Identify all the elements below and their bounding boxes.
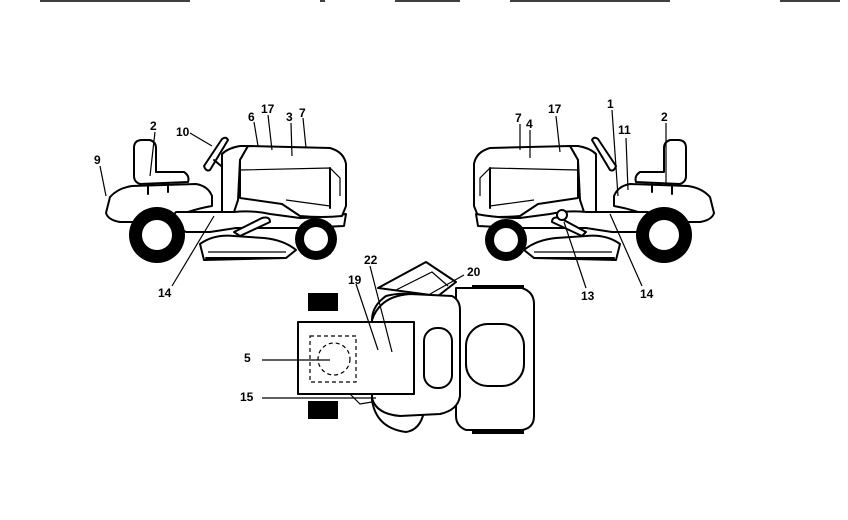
callout-11: 11 bbox=[618, 123, 631, 137]
right-view-callouts: 7 4 17 1 11 2 13 14 bbox=[515, 97, 668, 303]
tractor-top-view bbox=[297, 261, 535, 434]
engine-outline bbox=[309, 335, 357, 383]
rear-fender bbox=[613, 183, 715, 223]
callout-17: 17 bbox=[548, 102, 562, 116]
callout-19: 19 bbox=[348, 273, 362, 287]
callout-5: 5 bbox=[244, 351, 251, 365]
steering-wheel bbox=[591, 136, 617, 172]
callout-9: 9 bbox=[94, 153, 101, 167]
hood bbox=[239, 145, 347, 218]
hood-top bbox=[297, 321, 415, 395]
callout-14: 14 bbox=[640, 287, 654, 301]
callout-3: 3 bbox=[286, 110, 293, 124]
callout-1: 1 bbox=[607, 97, 614, 111]
dash bbox=[221, 145, 249, 213]
tractor-left-side-view bbox=[105, 136, 347, 263]
callout-17: 17 bbox=[261, 102, 275, 116]
dash bbox=[569, 145, 597, 213]
lift-lever bbox=[233, 216, 271, 237]
lever-knob bbox=[556, 209, 568, 221]
rear-fender bbox=[105, 183, 213, 223]
top-view-callouts: 22 20 19 5 15 bbox=[240, 253, 481, 404]
callout-4: 4 bbox=[526, 117, 533, 131]
seat bbox=[634, 139, 687, 185]
seat bbox=[133, 139, 190, 185]
left-view-callouts: 9 2 10 6 17 3 7 14 bbox=[94, 102, 306, 300]
hood bbox=[473, 145, 579, 218]
front-wheel bbox=[295, 218, 337, 260]
fuel-cap bbox=[317, 342, 351, 376]
callout-20: 20 bbox=[467, 265, 481, 279]
dash-oval bbox=[423, 327, 453, 389]
callout-7: 7 bbox=[299, 106, 306, 120]
steering-wheel bbox=[203, 136, 229, 172]
front-tire-top bbox=[308, 293, 338, 311]
callout-6: 6 bbox=[248, 110, 255, 124]
callout-15: 15 bbox=[240, 390, 254, 404]
callout-14: 14 bbox=[158, 286, 172, 300]
callout-22: 22 bbox=[364, 253, 378, 267]
callout-13: 13 bbox=[581, 289, 595, 303]
callout-2: 2 bbox=[150, 119, 157, 133]
mower-deck bbox=[199, 234, 297, 261]
front-tire-bottom bbox=[308, 401, 338, 419]
callout-7: 7 bbox=[515, 111, 522, 125]
rear-wheel bbox=[636, 207, 692, 263]
left-view-leaders bbox=[99, 114, 307, 287]
callout-10: 10 bbox=[176, 125, 190, 139]
top-view-leaders bbox=[262, 265, 465, 399]
seat-top bbox=[465, 323, 525, 387]
right-view-leaders bbox=[519, 109, 667, 289]
tractor-right-side-view bbox=[473, 136, 715, 263]
callout-2: 2 bbox=[661, 110, 668, 124]
rear-wheel bbox=[129, 207, 185, 263]
front-wheel bbox=[485, 219, 527, 261]
